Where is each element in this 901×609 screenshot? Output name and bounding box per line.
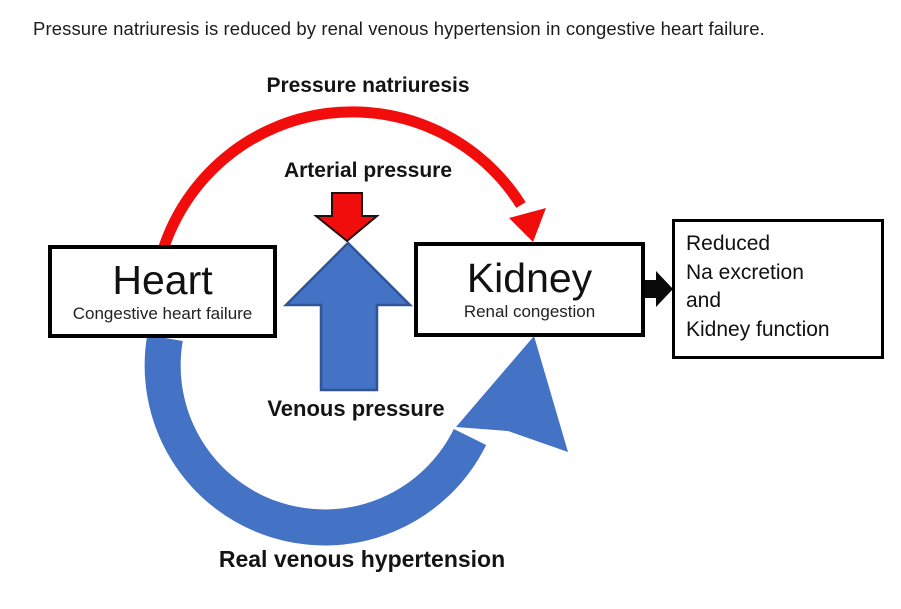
kidney-to-outcome-arrow (644, 271, 673, 307)
outcome-line: Na excretion (686, 260, 804, 284)
caption: Pressure natriuresis is reduced by renal… (33, 18, 765, 39)
arterial-pressure-down-arrow (313, 192, 380, 243)
venous-pressure-up-arrow (282, 241, 414, 392)
heart-subtitle: Congestive heart failure (72, 303, 253, 323)
pressure-natriuresis-arrow (157, 106, 546, 252)
outcome-line: Reduced (686, 232, 771, 255)
heart-node: Heart Congestive heart failure (48, 245, 277, 338)
outcome-node: Reduced Na excretion and Kidney function (672, 219, 884, 359)
kidney-subtitle: Renal congestion (463, 301, 596, 321)
kidney-node: Kidney Renal congestion (414, 242, 645, 337)
pressure-natriuresis-label: Pressure natriuresis (266, 74, 470, 97)
outcome-line: Kidney function (686, 317, 830, 341)
kidney-title: Kidney (466, 254, 593, 301)
renal-venous-hypertension-label: Real venous hypertension (218, 546, 506, 572)
heart-title: Heart (112, 256, 213, 303)
arterial-pressure-label: Arterial pressure (283, 159, 453, 182)
renal-venous-hypertension-arrow (144, 334, 568, 546)
outcome-line: and (686, 289, 722, 313)
venous-pressure-label: Venous pressure (267, 396, 445, 421)
